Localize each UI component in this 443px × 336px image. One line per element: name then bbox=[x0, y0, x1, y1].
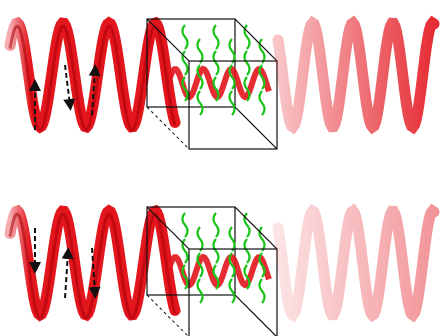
output-beam bbox=[272, 15, 440, 135]
chiral-helix-element bbox=[212, 50, 220, 76]
chiral-helix-element bbox=[258, 226, 266, 252]
cube-edge bbox=[234, 206, 278, 250]
chiral-helix-element bbox=[243, 238, 251, 264]
chiral-helix-element bbox=[212, 238, 220, 264]
top-panel bbox=[4, 15, 440, 150]
chiral-helix-element bbox=[228, 278, 236, 304]
chiral-helix-element bbox=[212, 76, 220, 102]
chiral-helix-element bbox=[243, 50, 251, 76]
chiral-helix-element bbox=[196, 226, 204, 252]
transmitted-beam-in-sample bbox=[167, 253, 272, 289]
chiral-helix-element bbox=[212, 212, 220, 238]
chiral-helix-element bbox=[258, 278, 266, 304]
arrow-up-icon bbox=[63, 64, 76, 111]
chiral-helix-element bbox=[258, 252, 266, 278]
chiral-helix-element bbox=[243, 76, 251, 102]
chiral-helix-element bbox=[181, 24, 189, 50]
arrow-down-icon bbox=[61, 247, 74, 299]
chiral-helix-element bbox=[196, 90, 204, 116]
chiral-helix-element bbox=[258, 38, 266, 64]
cube-hidden-edge bbox=[146, 106, 190, 150]
output-beam bbox=[272, 203, 440, 323]
chiral-helix-element bbox=[181, 212, 189, 238]
chiral-helix-element bbox=[196, 64, 204, 90]
chiral-helix-element bbox=[212, 24, 220, 50]
cube-edge bbox=[234, 294, 277, 336]
chiral-helix-element bbox=[181, 264, 189, 290]
cube-edge bbox=[146, 206, 190, 250]
chiral-helix-element bbox=[228, 252, 236, 278]
chiral-helix-element bbox=[196, 38, 204, 64]
chiral-helix-element bbox=[196, 278, 204, 304]
cube-back-face bbox=[146, 206, 236, 296]
transmitted-beam-in-sample bbox=[167, 65, 272, 101]
chiral-helix-element bbox=[228, 90, 236, 116]
chiral-helix-element bbox=[228, 64, 236, 90]
chiral-helix-element bbox=[258, 90, 266, 116]
cube-front-face bbox=[188, 60, 278, 150]
bottom-panel bbox=[4, 203, 440, 336]
cube-hidden-edge bbox=[146, 294, 189, 336]
cube-edge bbox=[234, 106, 278, 150]
cube-edge bbox=[234, 18, 278, 62]
chiral-helix-element bbox=[228, 226, 236, 252]
chiral-helix-element bbox=[243, 264, 251, 290]
chiral-helix-element bbox=[212, 264, 220, 290]
cube-back-face bbox=[146, 18, 236, 108]
chiral-helix-element bbox=[228, 38, 236, 64]
chiral-helix-element bbox=[181, 76, 189, 102]
cube-edge bbox=[146, 18, 190, 62]
cube-front-face bbox=[188, 248, 278, 336]
chiral-helix-element bbox=[258, 64, 266, 90]
chiral-helix-element bbox=[196, 252, 204, 278]
